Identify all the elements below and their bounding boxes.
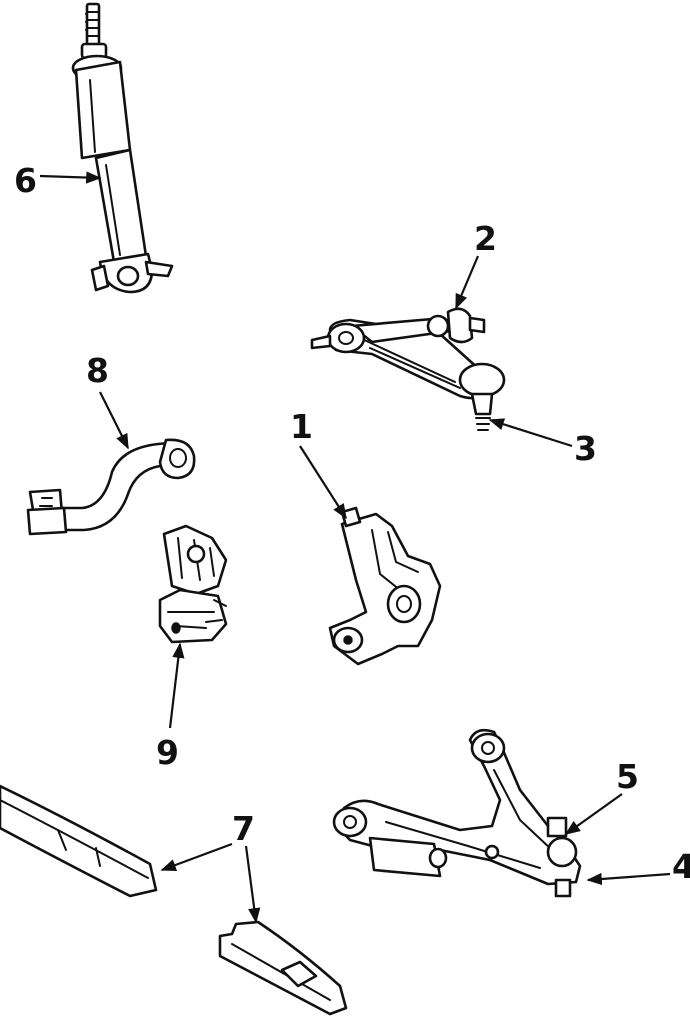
- part-steering-knuckle: [328, 506, 442, 666]
- callout-1: 1: [290, 407, 313, 446]
- leader-1: [299, 445, 347, 520]
- leader-7a: [160, 842, 233, 872]
- callout-2: 2: [474, 219, 497, 258]
- leader-9: [168, 642, 185, 729]
- leader-8: [99, 391, 129, 450]
- callout-7: 7: [232, 809, 255, 848]
- callout-8: 8: [86, 351, 109, 390]
- part-leaf-spring: [0, 784, 348, 1016]
- part-stabilizer-bar: [26, 438, 196, 536]
- part-upper-control-arm: [310, 307, 506, 431]
- leader-2: [454, 255, 480, 310]
- callout-5: 5: [616, 757, 639, 796]
- leader-5: [564, 793, 623, 835]
- callout-6: 6: [14, 161, 37, 200]
- part-shock-absorber: [71, 2, 174, 294]
- part-lower-control-arm: [332, 728, 582, 898]
- leader-7b: [244, 845, 261, 924]
- callout-9: 9: [156, 733, 179, 772]
- callouts: 6 2 3 8 1 9 5 4 7: [14, 161, 690, 886]
- leader-4: [586, 872, 671, 886]
- leader-6: [39, 171, 102, 184]
- callout-4: 4: [672, 847, 690, 886]
- part-link-bracket: [158, 524, 228, 644]
- leader-3: [488, 418, 573, 448]
- leader-lines: [39, 171, 671, 924]
- callout-3: 3: [574, 429, 597, 468]
